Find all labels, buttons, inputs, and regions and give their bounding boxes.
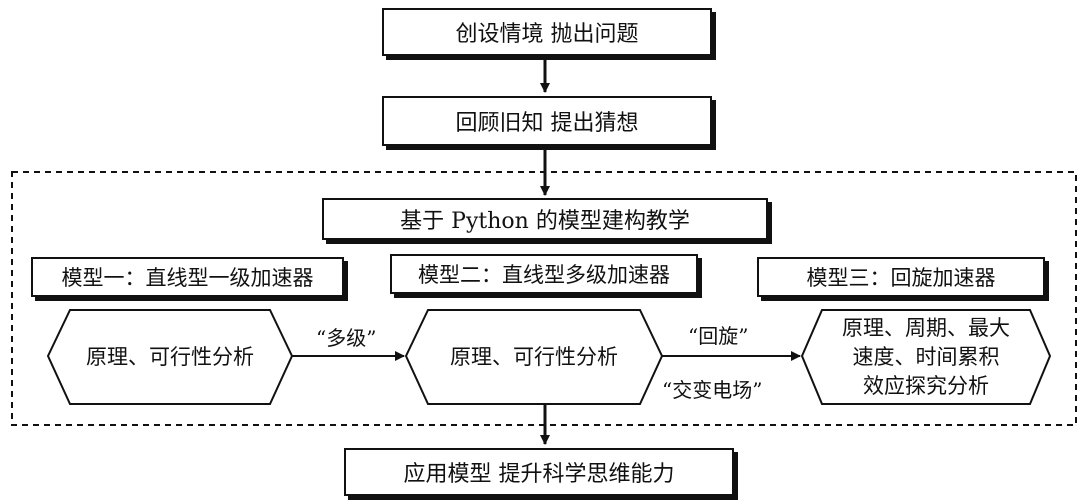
step-apply-model: 应用模型 提升科学思维能力 (344, 448, 734, 496)
step-create-situation-label: 创设情境 抛出问题 (455, 22, 639, 47)
model-two-label: 模型二：直线型多级加速器 (418, 263, 670, 287)
analysis-2-text: 原理、可行性分析 (406, 310, 662, 404)
step-review-knowledge: 回顾旧知 提出猜想 (382, 96, 712, 146)
hexagon-analysis-3 (800, 309, 1052, 405)
analysis-3-text: 原理、周期、最大 速度、时间累积 效应探究分析 (802, 310, 1050, 404)
step-review-knowledge-label: 回顾旧知 提出猜想 (455, 111, 639, 136)
analysis-1-label: 原理、可行性分析 (86, 344, 254, 369)
analysis-3-line3: 效应探究分析 (863, 373, 989, 398)
model-three-label: 模型三：回旋加速器 (806, 266, 996, 290)
hexagon-analysis-2 (404, 309, 664, 405)
arrow-label-multi-level: “多级” (316, 326, 377, 350)
analysis-3-line1: 原理、周期、最大 (842, 315, 1010, 340)
model-three-box: 模型三：回旋加速器 (757, 257, 1045, 297)
analysis-3-line2: 速度、时间累积 (852, 344, 1000, 369)
model-one-box: 模型一：直线型一级加速器 (31, 257, 344, 297)
center-title-box: 基于 Python 的模型建构教学 (322, 198, 768, 240)
center-title-label: 基于 Python 的模型建构教学 (400, 209, 690, 234)
model-two-box: 模型二：直线型多级加速器 (390, 254, 698, 294)
analysis-1-text: 原理、可行性分析 (48, 310, 292, 404)
analysis-2-label: 原理、可行性分析 (450, 344, 618, 369)
arrow-label-ac-field: “交变电场” (662, 378, 763, 402)
model-one-label: 模型一：直线型一级加速器 (61, 266, 314, 290)
arrow-label-rotation: “回旋” (688, 324, 749, 348)
hexagon-analysis-1 (46, 309, 294, 405)
step-create-situation: 创设情境 抛出问题 (382, 8, 712, 56)
step-apply-model-label: 应用模型 提升科学思维能力 (403, 462, 675, 487)
